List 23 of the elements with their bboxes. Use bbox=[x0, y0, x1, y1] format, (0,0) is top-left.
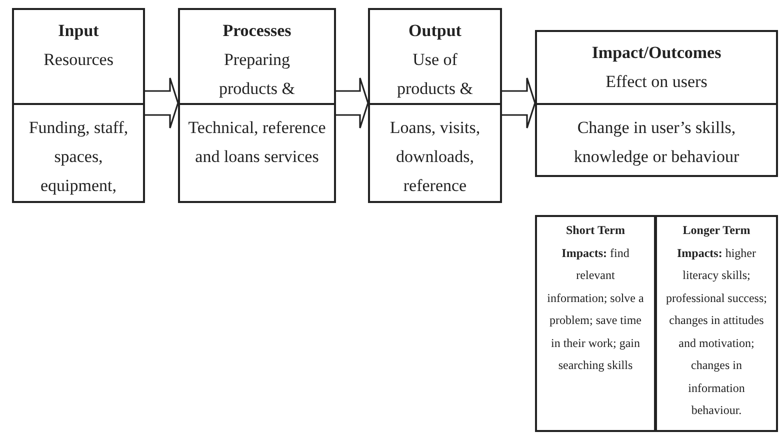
stage-subtitle: Effect on users bbox=[606, 71, 708, 93]
stage-box bbox=[12, 8, 145, 203]
stage-box bbox=[368, 8, 502, 203]
block-arrow bbox=[501, 77, 536, 129]
stage-description: Technical, reference and loans services bbox=[188, 117, 326, 168]
impact-description: Short Term Impacts: find relevant information; solve a problem; save time in their work; gain searching skills bbox=[546, 222, 645, 374]
block-arrow bbox=[144, 77, 179, 129]
stage-heading: Impact/Outcomes bbox=[592, 42, 722, 64]
stage-heading: Processes bbox=[222, 20, 292, 42]
impact-table-cell bbox=[535, 215, 656, 432]
stage-heading: Output bbox=[408, 20, 462, 42]
impact-table-cell bbox=[655, 215, 778, 432]
stage-description: Change in user’s skills, knowledge or behaviour bbox=[572, 117, 740, 168]
block-arrow bbox=[335, 77, 369, 129]
stage-subtitle: Resources bbox=[44, 49, 114, 71]
stage-subtitle: Preparing products & bbox=[218, 49, 296, 100]
impact-description: Longer Term Impacts: higher literacy skills; professional success; changes in attitudes and motivation; changes in information behaviour. bbox=[665, 222, 768, 419]
stage-box bbox=[535, 30, 778, 177]
stage-description: Funding, staff, spaces, equipment, bbox=[28, 117, 130, 197]
stage-subtitle: Use of products & bbox=[396, 49, 474, 100]
stage-box bbox=[178, 8, 336, 203]
stage-heading: Input bbox=[58, 20, 99, 42]
stage-description: Loans, visits, downloads, reference bbox=[388, 117, 482, 197]
